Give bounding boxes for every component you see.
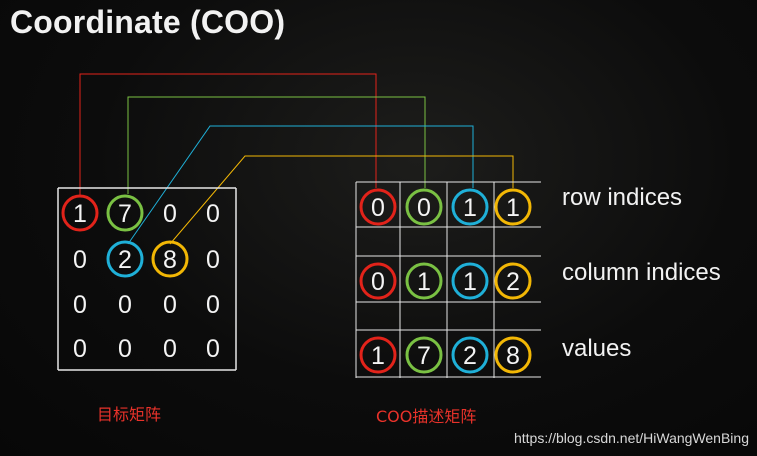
coo-cell-values: 7 [417, 342, 431, 370]
coo-cell-column-indices-circle [451, 262, 489, 300]
coo-cell-row-indices-circle [405, 188, 443, 226]
watermark: https://blog.csdn.net/HiWangWenBing [513, 430, 749, 446]
matrix-cell: 0 [206, 200, 220, 228]
coo-cell-row-indices: 1 [463, 194, 477, 222]
label-column-indices: column indices [562, 259, 721, 286]
matrix-cell: 0 [118, 335, 132, 363]
coo-cell-column-indices: 1 [463, 268, 477, 296]
matrix-cell: 7 [118, 200, 132, 228]
page-title: Coordinate (COO) [10, 4, 286, 40]
coo-cell-column-indices-circle [405, 262, 443, 300]
matrix-cell: 0 [73, 335, 87, 363]
matrix-cell: 0 [206, 246, 220, 274]
matrix-cell: 0 [118, 291, 132, 319]
coo-cell-row-indices: 0 [417, 194, 431, 222]
connector-blue [127, 125, 474, 245]
matrix-cell: 0 [73, 246, 87, 274]
caption-matrix: 目标矩阵 [97, 405, 162, 424]
coo-cell-values-circle [405, 336, 443, 374]
coo-cell-values: 8 [506, 342, 520, 370]
matrix-frame [57, 187, 237, 371]
coo-grid [355, 181, 541, 378]
matrix-cells: 1 7 0 0 0 2 8 0 0 0 0 0 0 0 0 0 [61, 194, 220, 363]
coo-cell-values: 2 [463, 342, 477, 370]
connector-green [127, 96, 426, 194]
matrix-cell: 0 [206, 335, 220, 363]
coo-cell-row-indices-circle [359, 188, 397, 226]
matrix-cell-circle [106, 240, 144, 278]
coo-cell-row-indices: 1 [506, 194, 520, 222]
connector-lines [79, 73, 514, 245]
connector-red [79, 73, 377, 196]
matrix-cell-circle [106, 194, 144, 232]
label-row-indices: row indices [562, 184, 683, 211]
label-values: values [562, 335, 632, 362]
coo-cell-column-indices: 0 [371, 268, 385, 296]
matrix-cell: 0 [163, 335, 177, 363]
coo-cell-values-circle [494, 336, 532, 374]
coo-cells: 0 0 1 1 0 1 1 2 1 7 2 8 [359, 188, 532, 374]
connector-yellow [169, 155, 514, 245]
matrix-cell: 8 [163, 246, 177, 274]
coo-cell-column-indices-circle [359, 262, 397, 300]
coo-cell-column-indices-circle [494, 262, 532, 300]
coo-cell-column-indices: 2 [506, 268, 520, 296]
matrix-cell: 2 [118, 246, 132, 274]
coo-cell-values: 1 [371, 342, 385, 370]
matrix-cell-circle [61, 194, 99, 232]
matrix-cell: 1 [73, 200, 87, 228]
matrix-cell: 0 [163, 200, 177, 228]
matrix-cell: 0 [73, 291, 87, 319]
coo-cell-row-indices: 0 [371, 194, 385, 222]
matrix-cell: 0 [206, 291, 220, 319]
matrix-cell-circle [151, 240, 189, 278]
coo-cell-values-circle [451, 336, 489, 374]
coo-cell-row-indices-circle [494, 188, 532, 226]
coo-cell-column-indices: 1 [417, 268, 431, 296]
coo-cell-values-circle [359, 336, 397, 374]
matrix-cell: 0 [163, 291, 177, 319]
caption-coo: COO描述矩阵 [376, 407, 477, 426]
coo-cell-row-indices-circle [451, 188, 489, 226]
